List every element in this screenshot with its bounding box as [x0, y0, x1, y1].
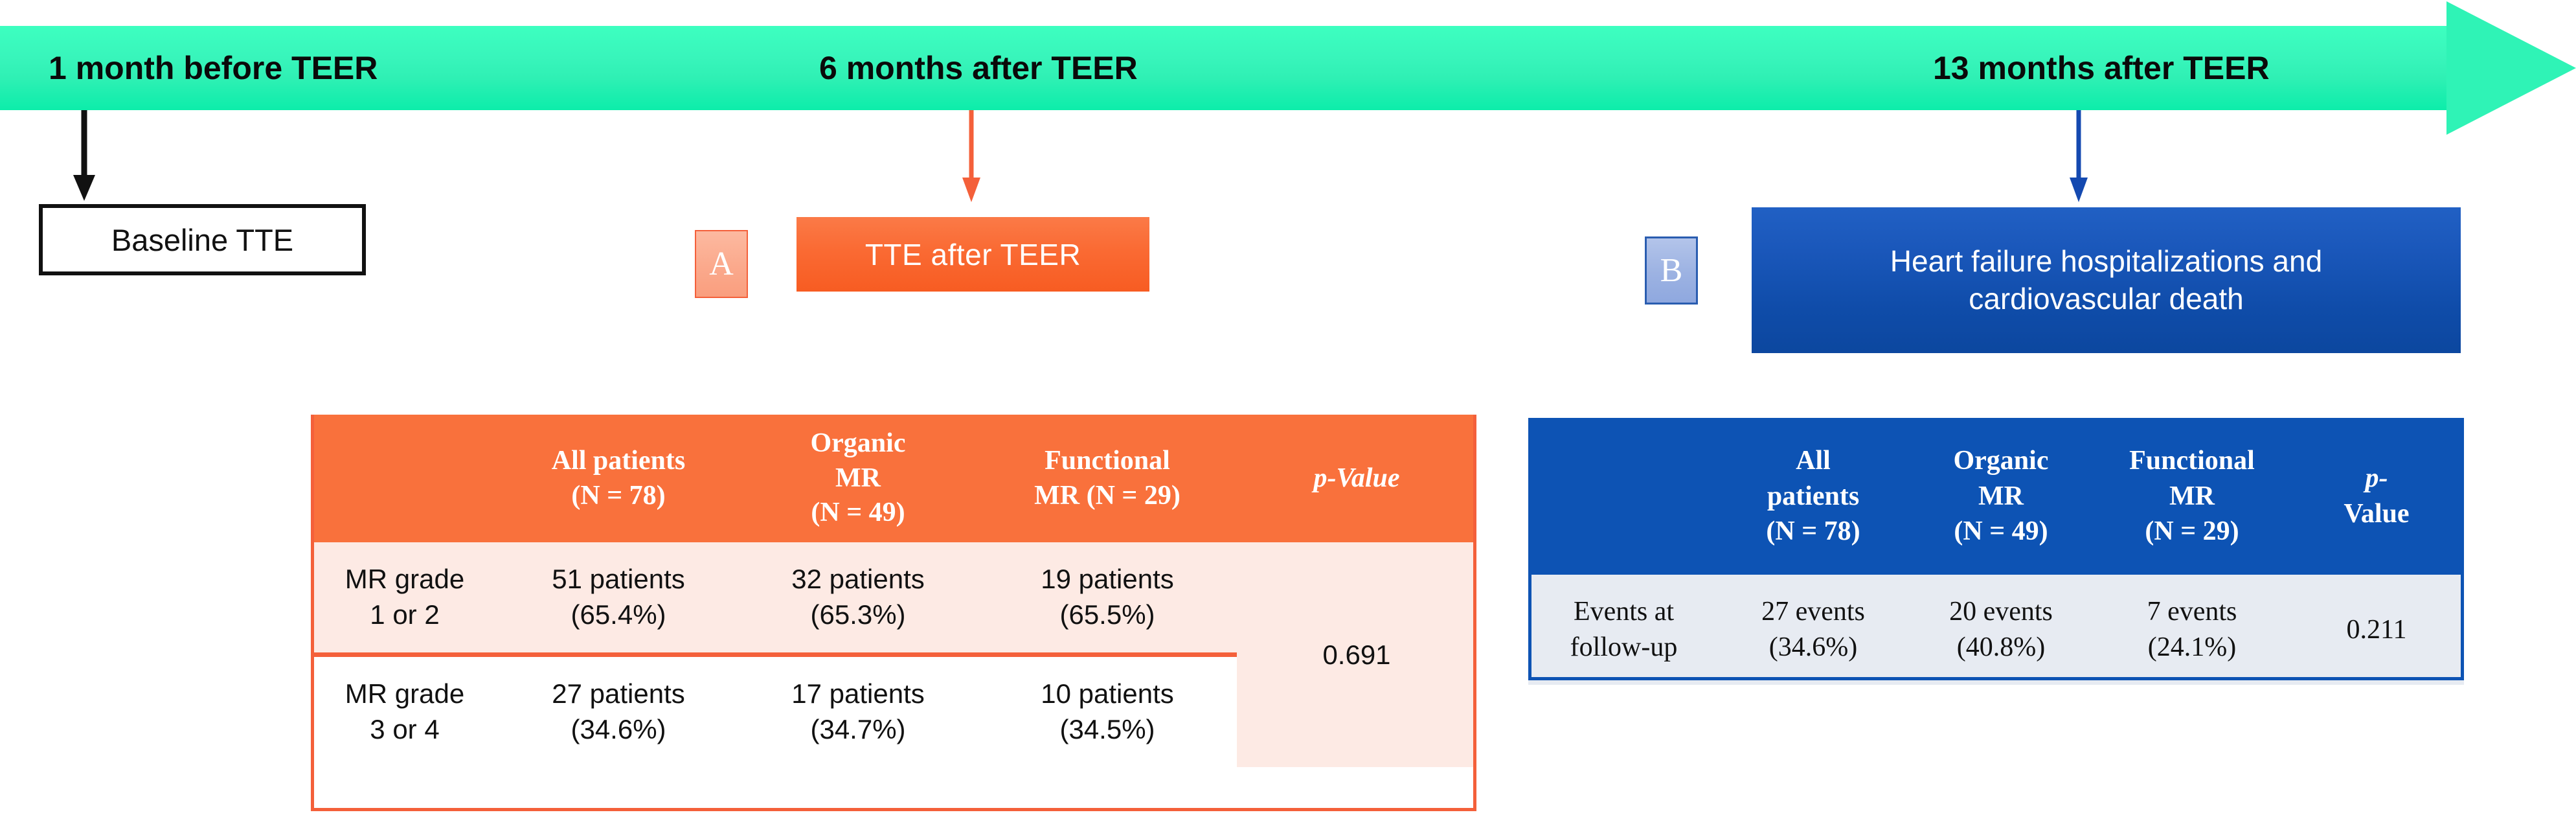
column-header-organic-mr: Organic MR (N = 49) — [738, 415, 978, 542]
cell-functional-mr: 19 patients (65.5%) — [978, 542, 1237, 652]
cell-all-patients: 51 patients (65.4%) — [499, 542, 738, 652]
connector-stem — [969, 110, 974, 183]
table-row-header: All patients (N = 78) Organic MR (N = 49… — [1528, 418, 2464, 575]
connector-arrow-events — [2066, 110, 2092, 202]
cell-row-label: Events at follow-up — [1528, 575, 1719, 685]
table-row: MR grade 3 or 4 27 patients (34.6%) 17 p… — [311, 657, 1476, 767]
column-header-all-patients: All patients (N = 78) — [499, 415, 738, 542]
timeline-label-13-months: 13 months after TEER — [1933, 50, 2270, 86]
column-header-organic-mr: Organic MR (N = 49) — [1907, 418, 2095, 575]
outcomes-line-1: Heart failure hospitalizations and — [1890, 244, 2323, 278]
timeline-label-before: 1 month before TEER — [49, 50, 378, 86]
timeline-label-6-months: 6 months after TEER — [819, 50, 1138, 86]
connector-arrow-tte — [958, 110, 984, 202]
table-row-header: All patients (N = 78) Organic MR (N = 49… — [311, 415, 1476, 542]
column-header-functional-mr: Functional MR (N = 29) — [978, 415, 1237, 542]
column-header-p-value: p-Value — [1237, 415, 1476, 542]
timeline-shaft — [0, 26, 2485, 110]
cell-all-patients: 27 events (34.6%) — [1719, 575, 1907, 685]
column-header-functional-mr: Functional MR (N = 29) — [2095, 418, 2289, 575]
cell-p-value: 0.691 — [1237, 542, 1476, 767]
arrow-down-icon — [962, 178, 980, 202]
tte-after-teer-box: TTE after TEER — [797, 217, 1149, 292]
column-header-all-patients: All patients (N = 78) — [1719, 418, 1907, 575]
cell-p-value: 0.211 — [2289, 575, 2464, 685]
timeline-arrowhead-icon — [2446, 1, 2576, 135]
cell-organic-mr: 17 patients (34.7%) — [738, 657, 978, 767]
panel-badge-b: B — [1645, 236, 1698, 305]
column-header-p-value: p- Value — [2289, 418, 2464, 575]
table-events: All patients (N = 78) Organic MR (N = 49… — [1528, 418, 2464, 685]
baseline-tte-box: Baseline TTE — [39, 204, 366, 275]
table-row: MR grade 1 or 2 51 patients (65.4%) 32 p… — [311, 542, 1476, 767]
cell-functional-mr: 7 events (24.1%) — [2095, 575, 2289, 685]
outcomes-box: Heart failure hospitalizations and cardi… — [1752, 207, 2461, 353]
cell-functional-mr: 10 patients (34.5%) — [978, 657, 1237, 767]
cell-organic-mr: 20 events (40.8%) — [1907, 575, 2095, 685]
cell-all-patients: 27 patients (34.6%) — [499, 657, 738, 767]
connector-stem — [2076, 110, 2081, 183]
table-mr-grade: All patients (N = 78) Organic MR (N = 49… — [311, 415, 1476, 767]
column-header-blank — [1528, 418, 1719, 575]
arrow-down-icon — [73, 175, 95, 201]
column-header-blank — [311, 415, 499, 542]
row-divider — [311, 652, 1237, 657]
cell-row-label: MR grade 1 or 2 — [311, 542, 499, 652]
outcomes-line-2: cardiovascular death — [1969, 281, 2244, 316]
timeline-arrow: 1 month before TEER 6 months after TEER … — [0, 1, 2576, 135]
table-row: Events at follow-up 27 events (34.6%) 20… — [1528, 575, 2464, 685]
connector-stem — [81, 110, 87, 180]
cell-organic-mr: 32 patients (65.3%) — [738, 542, 978, 652]
table-row-divider — [311, 652, 1476, 657]
arrow-down-icon — [2070, 178, 2088, 202]
cell-row-label: MR grade 3 or 4 — [311, 657, 499, 767]
panel-badge-a: A — [695, 230, 748, 298]
connector-arrow-baseline — [71, 110, 97, 201]
